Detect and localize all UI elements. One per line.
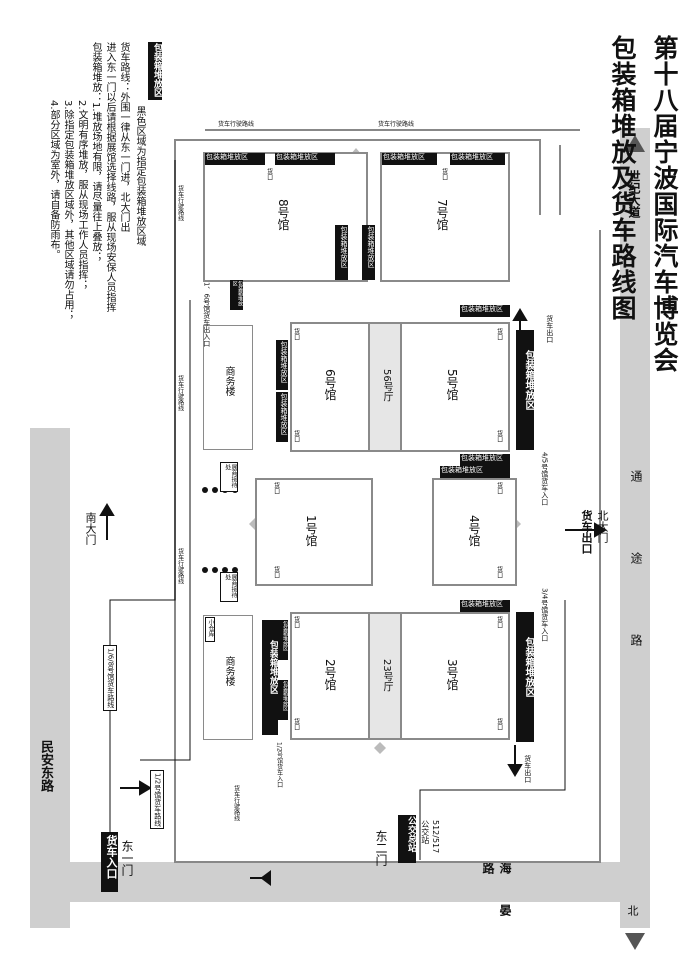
dock-1a: 货口 (272, 482, 280, 494)
entry-6-8-label: 1、6号馆货车出入口 (202, 282, 211, 347)
dock-3a: 货口 (495, 616, 503, 628)
dock-6a: 货口 (292, 328, 300, 340)
pack-area-7a: 包装箱堆放区 (382, 153, 437, 165)
pack-area-4-top: 包装箱堆放区 (440, 466, 510, 478)
exit-label-top: 货车出口 (545, 315, 554, 343)
exit-label-bottom: 货车出口 (523, 755, 532, 783)
pack-area-8c: 包装箱堆放区 (335, 225, 348, 280)
pack-area-7b: 包装箱堆放区 (450, 153, 505, 165)
pack-area-5-bottom: 包装箱堆放区 (460, 454, 510, 466)
dock-6b: 货口 (292, 430, 300, 442)
cargo-office-south: 展商接待处 (220, 572, 238, 602)
entry-12-label: 1/2号馆货车路线 (150, 770, 164, 830)
hall-7[interactable]: 7号馆 (380, 152, 510, 282)
entry-34-label: 3/4号馆货车入口 (540, 588, 549, 642)
road-shiji-boulevard (620, 128, 650, 928)
pack-area-5-big: 包装箱堆放区 (516, 330, 534, 450)
note-route-1: 货车路线：外围一律从东一门进，北大门出 (118, 42, 129, 232)
gate-east2: 东二门 (374, 830, 388, 866)
hall-5[interactable]: 5号馆 (400, 322, 510, 452)
small-warehouse: 小仓库 (205, 617, 215, 642)
pack-area-2b: 包装箱堆放区 (278, 680, 288, 720)
road-haiyan (70, 862, 650, 902)
pack-area-3-top: 包装箱堆放区 (460, 600, 510, 612)
gate-east1-sub: 货车入口 (101, 832, 118, 892)
road-minan-east (30, 428, 70, 928)
route-label-top-1: 货车行驶路线 (218, 121, 255, 128)
pack-area-8d: 包装箱堆放区 (230, 280, 243, 310)
hall-3[interactable]: 3号馆 (400, 612, 510, 740)
legend-badge: 包装箱堆放区 (148, 42, 162, 100)
entry-168-label: 1/6/8号馆货车路线 (103, 645, 117, 712)
hall-23[interactable]: 23号厅 (368, 612, 402, 740)
pack-area-2a: 包装箱堆放区 (278, 620, 288, 660)
bus-stop-num: 512/517 (430, 820, 440, 854)
hall-1[interactable]: 1号馆 (255, 478, 373, 586)
pack-area-8a: 包装箱堆放区 (205, 153, 265, 165)
hall-6[interactable]: 6号馆 (290, 322, 370, 452)
route-label-1: 货车行驶路线 (176, 185, 184, 221)
gate-south: 南大门 (84, 512, 97, 545)
note-pack-2: 2.文明有序堆放，服从现场工作人员指挥； (76, 100, 87, 290)
route-label-2: 货车行驶路线 (176, 375, 184, 411)
dock-5a: 货口 (495, 328, 503, 340)
dock-8a: 货口 (265, 168, 273, 180)
note-pack-3: 3.除指定包装箱堆放区域外，其他区域请勿占用； (62, 100, 73, 320)
note-pack-4: 4.部分区域为室外，请自备防雨布。 (48, 100, 59, 260)
road-label-haiyan: 海晏路 (481, 862, 512, 946)
page-title-line2: 包装箱堆放及货车路线图 (608, 35, 637, 321)
bus-stop-text: 公交站 (420, 820, 430, 844)
cargo-office-north: 展商接待处 (220, 462, 238, 492)
page-title-line1: 第十八届宁波国际汽车博览会 (650, 35, 679, 373)
road-label-shiji: 世纪大道 (627, 170, 641, 218)
dock-4b: 货口 (495, 566, 503, 578)
pack-area-7c: 包装箱堆放区 (362, 225, 375, 280)
compass-north-label: 北 (626, 905, 639, 916)
pack-area-6b: 包装箱堆放区 (276, 392, 288, 442)
hall-56[interactable]: 56号厅 (368, 322, 402, 452)
gate-east1: 东一门 (120, 840, 134, 876)
bus-stop-badge: 公交总站 (398, 815, 416, 863)
pack-area-8b: 包装箱堆放区 (275, 153, 335, 165)
gate-north-sub: 货车出口 (580, 510, 593, 554)
pack-area-6a: 包装箱堆放区 (276, 340, 288, 390)
business-building-north[interactable]: 商务楼 (203, 325, 253, 450)
pack-area-2-big: 包装箱堆放区 (262, 620, 278, 735)
entry-45-label: 4/5号馆货车入口 (540, 452, 549, 506)
dock-5b: 货口 (495, 430, 503, 442)
route-label-3: 货车行驶路线 (176, 548, 184, 584)
dock-4a: 货口 (495, 482, 503, 494)
dock-2b: 货口 (292, 718, 300, 730)
route-label-top-2: 货车行驶路线 (378, 121, 415, 128)
pack-area-5-top: 包装箱堆放区 (460, 305, 510, 317)
road-label-minan: 民安东路 (38, 740, 53, 792)
pack-area-3-big: 包装箱堆放区 (516, 612, 534, 742)
gate-north: 北大门 (596, 510, 609, 543)
route-label-4: 货车行驶路线 (232, 785, 240, 821)
entry-12b-label: 1/2号馆货车入口 (275, 742, 283, 788)
dock-2a: 货口 (292, 616, 300, 628)
hall-2[interactable]: 2号馆 (290, 612, 370, 740)
hall-4[interactable]: 4号馆 (432, 478, 517, 586)
note-route-2: 进入东一门以后请根据展馆选择线路，服从现场安保人员指挥 (104, 42, 115, 312)
road-label-tongtu: 通途路 (629, 470, 643, 716)
dock-3b: 货口 (495, 718, 503, 730)
dock-1b: 货口 (272, 566, 280, 578)
note-pack-1: 包装箱堆放：1.堆放场地有限，请尽量往上叠放； (90, 42, 101, 262)
dock-7a: 货口 (440, 168, 448, 180)
legend-text: 黑色区域为指定包装箱堆放区域 (134, 106, 145, 246)
